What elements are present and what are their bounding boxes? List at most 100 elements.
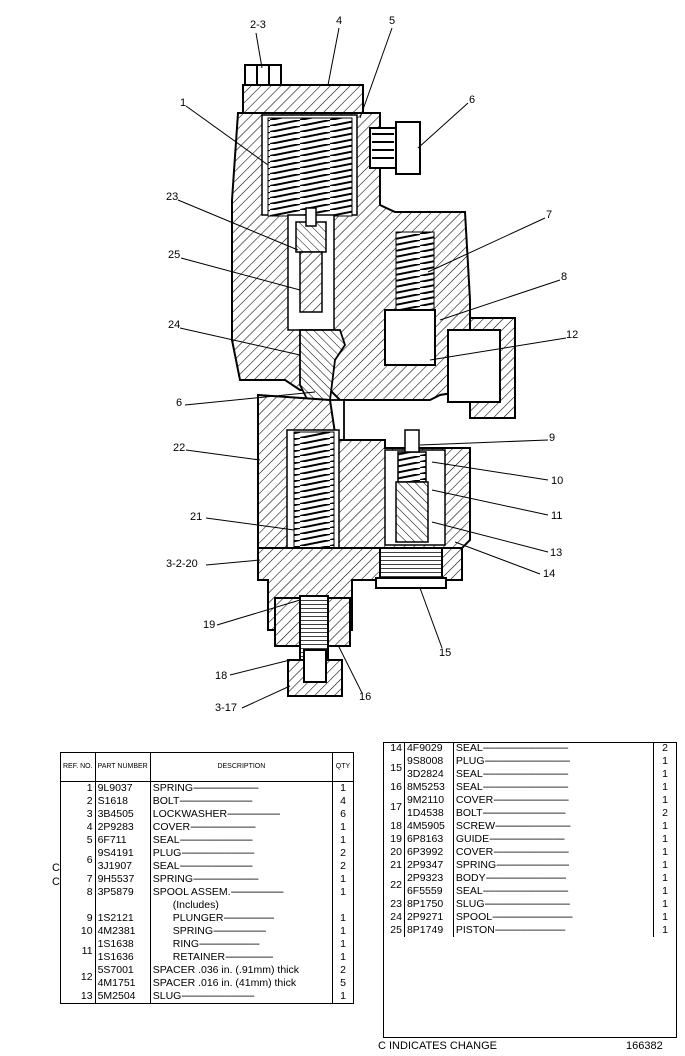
part-number: 6F5559	[404, 885, 454, 898]
plug-6-upper	[369, 121, 421, 175]
part-number: 1D4538	[404, 807, 454, 820]
part-number: 3B4505	[95, 808, 151, 821]
part-number: 3D2824	[404, 768, 454, 781]
qty: 4	[340, 795, 346, 807]
ref-no: 4	[60, 821, 96, 834]
ref-no: 16	[383, 781, 405, 794]
qty: 1	[662, 820, 668, 832]
qty: 1	[340, 938, 346, 950]
leader-lines	[177, 27, 567, 709]
callout-2-3: 2-3	[250, 19, 266, 31]
qty: 1	[340, 873, 346, 885]
change-mark: C	[52, 862, 60, 874]
ref-no: 10	[60, 925, 96, 938]
callout-8: 8	[561, 271, 568, 283]
part-number: 4M2381	[95, 925, 151, 938]
qty: 1	[340, 886, 346, 898]
header-ref: REF. NO.	[60, 752, 96, 782]
ref-no: 17	[383, 794, 405, 820]
table-row: (Includes)	[60, 899, 354, 912]
description: COVER------------------------------	[453, 846, 655, 859]
ref-no: 24	[383, 911, 405, 924]
part-number: 1S2121	[95, 912, 151, 925]
qty: 1	[662, 833, 668, 845]
callout-10: 10	[551, 475, 564, 487]
spring-1	[267, 117, 353, 217]
header-description: DESCRIPTION	[150, 752, 334, 782]
part-number: 5M2504	[95, 990, 151, 1004]
screw-guide	[274, 595, 351, 697]
callout-6-lower: 6	[176, 397, 183, 409]
qty: 1	[340, 821, 346, 833]
part-number: 1S1638	[95, 938, 151, 951]
part-number: 9M2110	[404, 794, 454, 807]
valve-cross-section-drawing	[177, 27, 567, 709]
ref-no: 8	[60, 886, 96, 899]
callout-16: 16	[359, 691, 372, 703]
spool-port	[384, 309, 516, 419]
callout-12: 12	[566, 329, 579, 341]
description: LOCKWASHER---------------------	[150, 808, 334, 821]
description: SEAL----------------------------------	[453, 742, 655, 755]
description: BODY--------------------------------	[453, 872, 655, 885]
ref-no: 9	[60, 912, 96, 925]
part-number	[95, 899, 151, 912]
description: SEAL----------------------------------	[453, 885, 655, 898]
callout-14: 14	[543, 568, 556, 580]
description: PISTON----------------------------	[453, 924, 655, 937]
qty: 1	[662, 781, 668, 793]
ref-no: 2	[60, 795, 96, 808]
cover-bolt	[244, 64, 282, 86]
description: SLUG----------------------------------	[453, 898, 655, 911]
description: COVER------------------------------	[453, 794, 655, 807]
callout-11: 11	[551, 510, 563, 522]
ref-no: 11	[60, 938, 96, 964]
part-number: 5S7001	[95, 964, 151, 977]
ref-no: 22	[383, 872, 405, 898]
qty: 2	[340, 860, 346, 872]
ref-no: 18	[383, 820, 405, 833]
description: SPOOL ASSEM.---------------------	[150, 886, 334, 899]
qty: 1	[662, 846, 668, 858]
qty: 1	[662, 924, 668, 936]
qty: 1	[340, 951, 346, 963]
callout-3-2-20: 3-2-20	[166, 558, 198, 570]
callout-13: 13	[550, 547, 563, 559]
qty: 1	[340, 990, 346, 1002]
part-number: 9H5537	[95, 873, 151, 886]
ref-no: 5	[60, 834, 96, 847]
callout-3-17: 3-17	[215, 702, 238, 714]
plunger-assembly	[384, 429, 446, 546]
callout-18: 18	[215, 670, 228, 682]
part-number: 9S4191	[95, 847, 151, 860]
part-number: 8M5253	[404, 781, 454, 794]
part-number: 3J1907	[95, 860, 151, 873]
description: SEAL-----------------------------	[150, 860, 334, 873]
ref-no: 25	[383, 924, 405, 937]
ref-no: 21	[383, 859, 405, 872]
description: SPACER .036 in. (.91mm) thick	[150, 964, 334, 977]
callout-1: 1	[180, 97, 187, 109]
callout-15: 15	[439, 647, 452, 659]
part-number: 6P8163	[404, 833, 454, 846]
ref-no: 7	[60, 873, 96, 886]
qty: 1	[662, 885, 668, 897]
description: BOLT---------------------------------	[453, 807, 655, 820]
change-mark: C	[52, 876, 60, 888]
description: SLUG-----------------------------	[150, 990, 334, 1004]
